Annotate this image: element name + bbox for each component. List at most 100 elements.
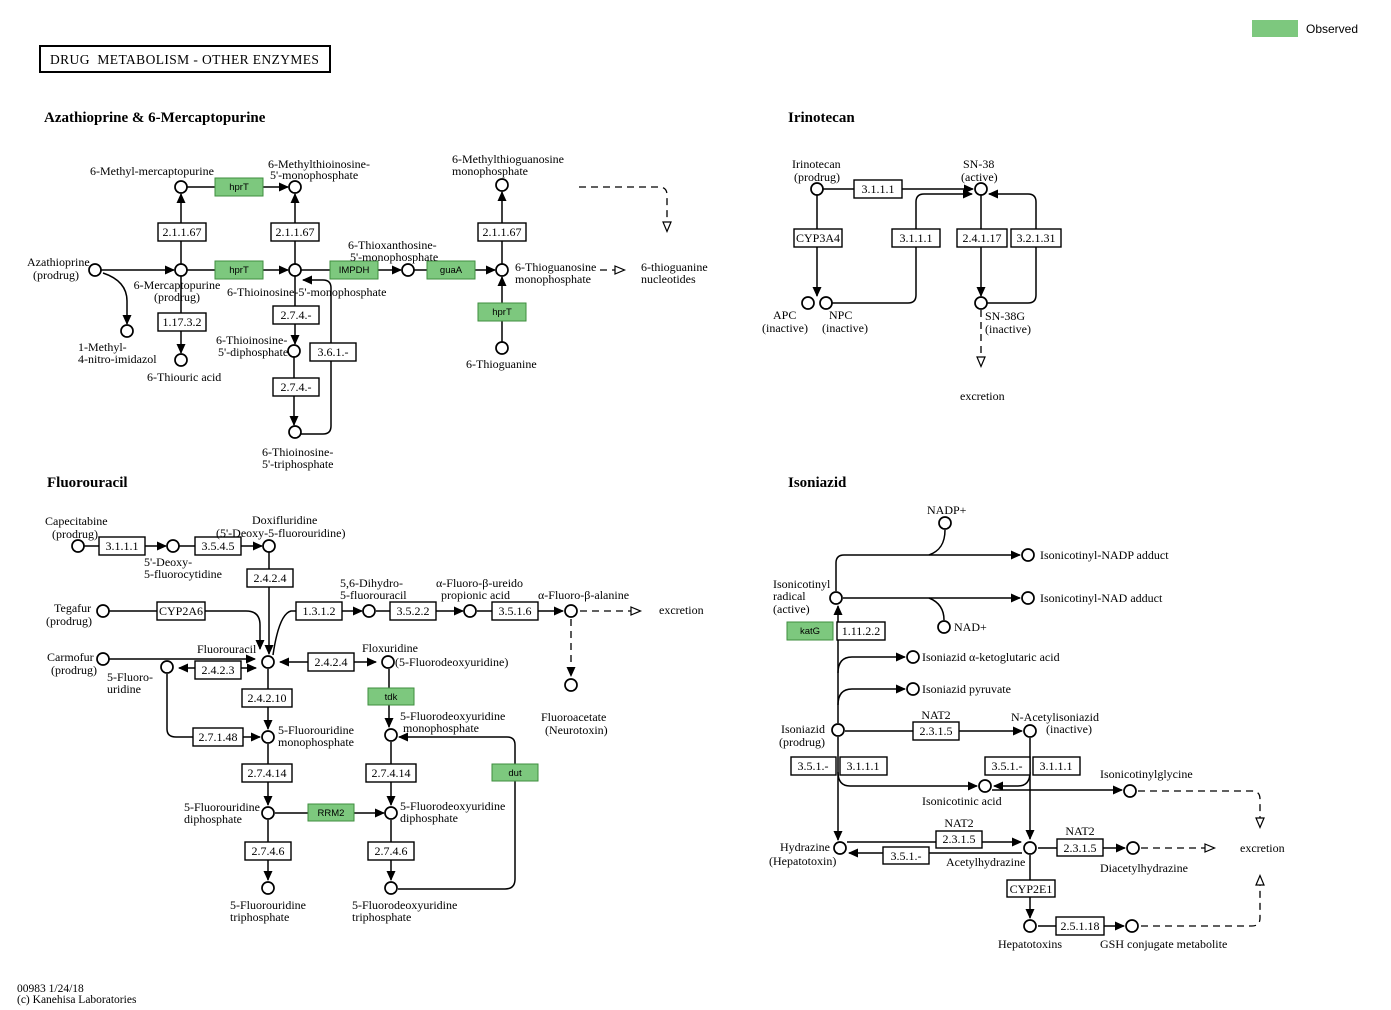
enzyme-box-3.6.1.-[interactable] bbox=[309, 342, 357, 362]
enzyme-box-2.4.1.17[interactable] bbox=[956, 228, 1008, 248]
enzyme-box-2.1.1.67[interactable] bbox=[157, 222, 207, 242]
compound-node-6-thiouric-acid[interactable] bbox=[174, 353, 188, 367]
compound-node-isonicotinyl-radical[interactable] bbox=[829, 591, 843, 605]
compound-node-isonicotinylglycine[interactable] bbox=[1123, 784, 1137, 798]
enzyme-box-3.5.2.2[interactable] bbox=[389, 601, 437, 621]
compound-node-5-fluorodeoxyuridine-dp[interactable] bbox=[384, 806, 398, 820]
compound-node-6-thioinosine-mp[interactable] bbox=[288, 263, 302, 277]
compound-node-5-fluorodeoxyuridine-mp[interactable] bbox=[384, 728, 398, 742]
compound-node-dihydrofluorouracil[interactable] bbox=[362, 604, 376, 618]
compound-node-isonicotinic-acid[interactable] bbox=[978, 779, 992, 793]
compound-node-floxuridine[interactable] bbox=[381, 655, 395, 669]
enzyme-box-2.4.2.3[interactable] bbox=[194, 660, 242, 680]
enzyme-box-2.7.4.6[interactable] bbox=[244, 841, 292, 861]
compound-node-6-thioxanthosine-mp[interactable] bbox=[401, 263, 415, 277]
compound-node-fluoro-ureido-propionic-acid[interactable] bbox=[463, 604, 477, 618]
compound-node-npc[interactable] bbox=[819, 296, 833, 310]
enzyme-box-3.5.4.5[interactable] bbox=[194, 536, 242, 556]
compound-node-6-methylthioinosine-mp[interactable] bbox=[288, 180, 302, 194]
compound-node-hepatotoxins[interactable] bbox=[1023, 919, 1037, 933]
enzyme-box-2.4.2.4[interactable] bbox=[246, 568, 294, 588]
compound-node-carmofur[interactable] bbox=[96, 652, 110, 666]
compound-node-irinotecan[interactable] bbox=[810, 182, 824, 196]
compound-node-isoniazid-ketoglutaric-acid[interactable] bbox=[906, 650, 920, 664]
enzyme-box-2.1.1.67[interactable] bbox=[477, 222, 527, 242]
compound-node-5-deoxy-5-fluorocytidine[interactable] bbox=[166, 539, 180, 553]
enzyme-box-3.1.1.1[interactable] bbox=[853, 179, 903, 199]
enzyme-box-2.3.1.5[interactable] bbox=[1056, 838, 1104, 857]
enzyme-box-3.5.1.-[interactable] bbox=[882, 846, 930, 865]
compound-node-isoniazid[interactable] bbox=[831, 723, 845, 737]
compound-node-nad[interactable] bbox=[937, 620, 951, 634]
compound-node-isonicotinyl-nadp-adduct[interactable] bbox=[1021, 548, 1035, 562]
compound-node-acetylhydrazine[interactable] bbox=[1023, 841, 1037, 855]
compound-node-5-fluorouridine[interactable] bbox=[160, 660, 174, 674]
compound-node-6-thioguanosine-mp[interactable] bbox=[495, 263, 509, 277]
enzyme-box-2.7.4.6[interactable] bbox=[367, 841, 415, 861]
enzyme-box-guaa[interactable] bbox=[426, 260, 476, 280]
compound-node-5-fluorouridine-mp[interactable] bbox=[261, 730, 275, 744]
enzyme-box-3.5.1.6[interactable] bbox=[491, 601, 539, 621]
compound-node-doxifluridine[interactable] bbox=[262, 539, 276, 553]
enzyme-box-hprt[interactable] bbox=[214, 177, 264, 197]
enzyme-box-1.11.2.2[interactable] bbox=[836, 621, 886, 641]
enzyme-box-tdk[interactable] bbox=[367, 687, 415, 706]
enzyme-box-2.7.4.-[interactable] bbox=[272, 377, 320, 397]
compound-node-capecitabine[interactable] bbox=[71, 539, 85, 553]
enzyme-box-2.3.1.5[interactable] bbox=[935, 830, 983, 849]
enzyme-box-2.5.1.18[interactable] bbox=[1055, 916, 1105, 936]
compound-node-6-mercaptopurine[interactable] bbox=[174, 263, 188, 277]
compound-node-6-methyl-mercaptopurine[interactable] bbox=[174, 180, 188, 194]
compound-node-gsh-conjugate-metabolite[interactable] bbox=[1125, 919, 1139, 933]
enzyme-box-2.3.1.5[interactable] bbox=[912, 721, 960, 741]
compound-node-nadp[interactable] bbox=[938, 516, 952, 530]
enzyme-box-cyp3a4[interactable] bbox=[793, 228, 843, 248]
compound-node-isonicotinyl-nad-adduct[interactable] bbox=[1021, 591, 1035, 605]
enzyme-box-2.4.2.10[interactable] bbox=[241, 688, 293, 708]
enzyme-box-2.7.1.48[interactable] bbox=[192, 727, 244, 747]
compound-node-sn-38[interactable] bbox=[974, 182, 988, 196]
enzyme-box-hprt[interactable] bbox=[477, 302, 527, 322]
compound-node-n-acetylisoniazid[interactable] bbox=[1023, 724, 1037, 738]
enzyme-box-2.1.1.67[interactable] bbox=[270, 222, 320, 242]
enzyme-box-katg[interactable] bbox=[786, 621, 834, 641]
enzyme-box-impdh[interactable] bbox=[329, 260, 379, 280]
compound-node-sn-38g[interactable] bbox=[974, 296, 988, 310]
compound-node-5-fluorouridine-tp[interactable] bbox=[261, 881, 275, 895]
enzyme-box-2.7.4.-[interactable] bbox=[272, 305, 320, 325]
enzyme-box-2.7.4.14[interactable] bbox=[365, 763, 417, 783]
compound-node-hydrazine[interactable] bbox=[833, 841, 847, 855]
compound-node-fluoro-alanine[interactable] bbox=[564, 604, 578, 618]
enzyme-box-hprt[interactable] bbox=[214, 260, 264, 280]
enzyme-box-3.1.1.1[interactable] bbox=[839, 756, 888, 776]
compound-node-5-fluorouridine-dp[interactable] bbox=[261, 806, 275, 820]
enzyme-box-dut[interactable] bbox=[491, 763, 539, 782]
compound-node-apc[interactable] bbox=[801, 296, 815, 310]
compound-node-diacetylhydrazine[interactable] bbox=[1126, 841, 1140, 855]
enzyme-box-rrm2[interactable] bbox=[307, 803, 355, 822]
compound-node-1-methyl-4-nitro-imidazol[interactable] bbox=[120, 324, 134, 338]
compound-node-6-methylthioguanosine-mp[interactable] bbox=[495, 178, 509, 192]
compound-node-isoniazid-pyruvate[interactable] bbox=[906, 682, 920, 696]
compound-node-azathioprine[interactable] bbox=[88, 263, 102, 277]
enzyme-box-3.5.1.-[interactable] bbox=[984, 756, 1031, 776]
compound-node-fluoroacetate[interactable] bbox=[564, 678, 578, 692]
enzyme-box-3.1.1.1[interactable] bbox=[98, 536, 146, 556]
compound-node-fluorouracil[interactable] bbox=[261, 655, 275, 669]
compound-node-5-fluorodeoxyuridine-tp[interactable] bbox=[384, 881, 398, 895]
enzyme-box-3.5.1.-[interactable] bbox=[790, 756, 837, 776]
enzyme-box-2.7.4.14[interactable] bbox=[241, 763, 293, 783]
enzyme-box-cyp2a6[interactable] bbox=[156, 601, 206, 621]
compound-node-tegafur[interactable] bbox=[96, 604, 110, 618]
compound-node-6-thioguanine[interactable] bbox=[495, 341, 509, 355]
compound-node-6-thioinosine-dp[interactable] bbox=[287, 344, 301, 358]
enzyme-box-2.4.2.4[interactable] bbox=[307, 652, 355, 672]
pathway-title-box[interactable] bbox=[39, 45, 331, 73]
enzyme-box-3.1.1.1[interactable] bbox=[1032, 756, 1081, 776]
enzyme-box-3.2.1.31[interactable] bbox=[1010, 228, 1062, 248]
enzyme-box-1.17.3.2[interactable] bbox=[157, 312, 207, 332]
compound-node-6-thioinosine-tp[interactable] bbox=[288, 425, 302, 439]
enzyme-box-1.3.1.2[interactable] bbox=[295, 601, 343, 621]
enzyme-box-3.1.1.1[interactable] bbox=[891, 228, 941, 248]
enzyme-box-cyp2e1[interactable] bbox=[1006, 879, 1056, 898]
